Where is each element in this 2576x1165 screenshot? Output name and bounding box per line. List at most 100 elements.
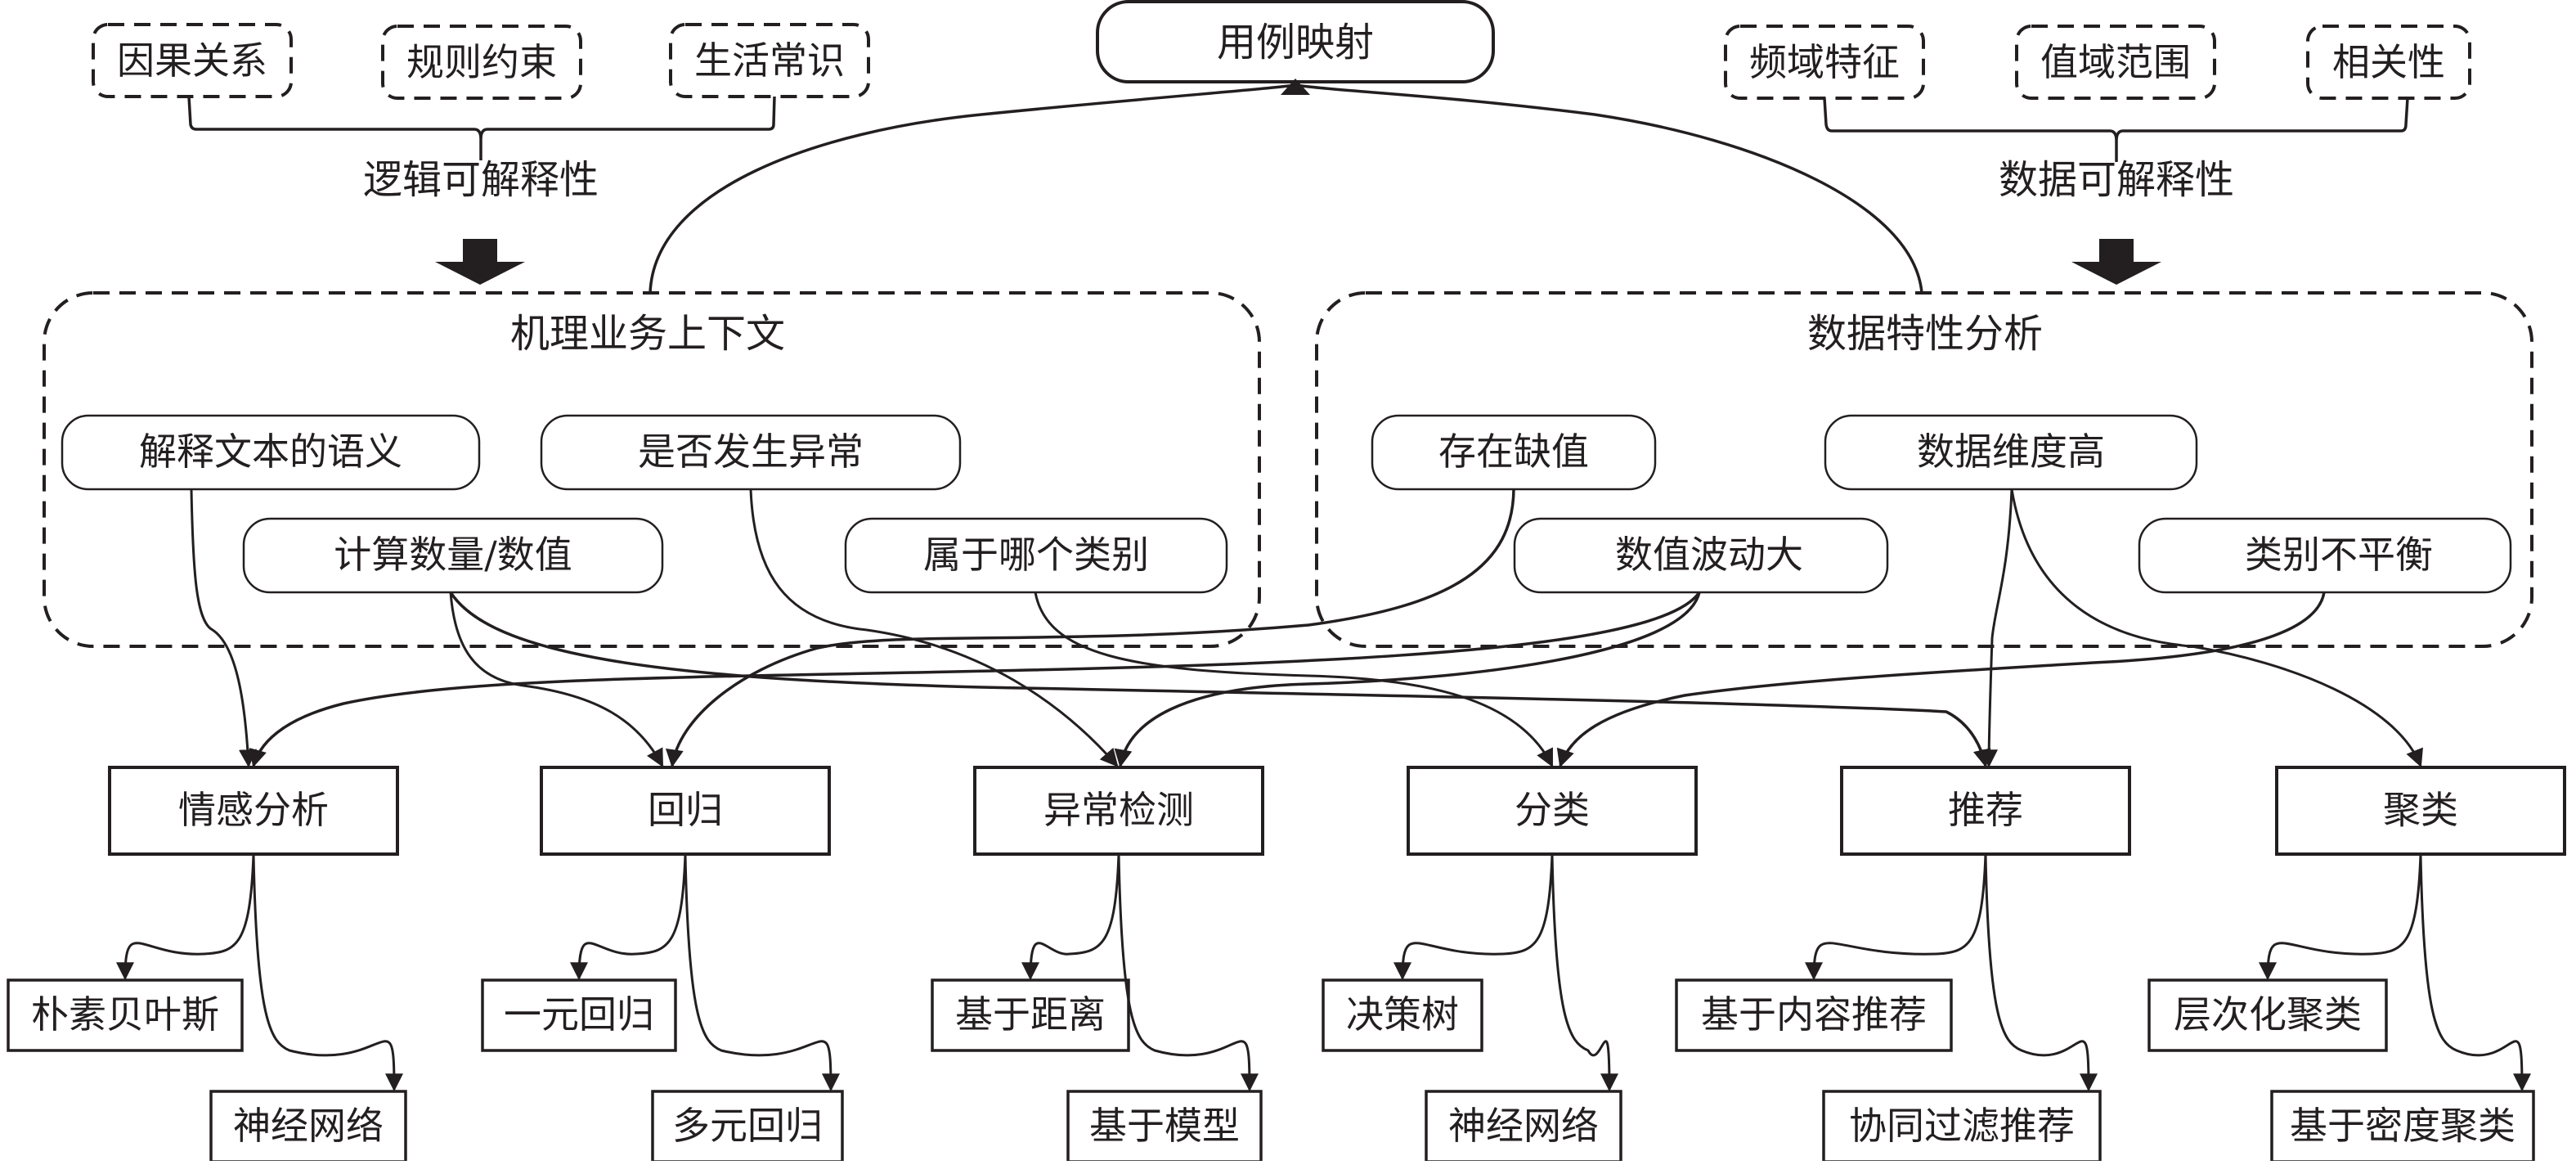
logic-item-rules: 规则约束 <box>381 25 582 100</box>
mechanism-container-border <box>43 291 1261 648</box>
data-interpretability-title: 数据可解释性 <box>1999 157 2234 203</box>
method-box <box>1066 1090 1263 1163</box>
method-label: 决策树 <box>1346 992 1459 1037</box>
edge-semantics-to-sentiment <box>190 488 257 768</box>
data-analysis-context-container: 数据特性分析 存在缺值 数据维度高 数值波动大 类别不平衡 <box>1315 291 2533 648</box>
context-node-label: 计算数量/数值 <box>334 533 572 577</box>
method-label: 基于距离 <box>955 992 1106 1037</box>
mechanism-context-container: 机理业务上下文 解释文本的语义 是否发生异常 计算数量/数值 属于哪个类别 <box>43 291 1261 648</box>
method-box <box>481 978 677 1052</box>
edge-dimension-to-clustering <box>2010 488 2423 768</box>
edge-imbalance-to-classification <box>1556 591 2326 768</box>
method-box <box>651 1090 844 1163</box>
method-edge <box>1117 853 1259 1092</box>
data-item-label: 值域范围 <box>2040 40 2191 84</box>
edge-mechanism-to-mapping <box>648 83 1296 294</box>
data-analysis-container-border <box>1315 291 2533 648</box>
data-down-arrow-icon <box>2071 239 2161 285</box>
method-box <box>7 978 244 1052</box>
method-box <box>931 978 1130 1052</box>
task-label: 分类 <box>1515 788 1590 832</box>
context-node-label: 是否发生异常 <box>638 430 864 474</box>
logic-down-arrow-icon <box>435 239 525 285</box>
context-node-label: 存在缺值 <box>1438 430 1589 474</box>
logic-item-label: 规则约束 <box>406 40 557 84</box>
method-edge <box>2259 853 2422 981</box>
data-item-label: 频域特征 <box>1749 40 1900 84</box>
context-node-missing-values: 存在缺值 <box>1371 414 1657 491</box>
context-node-high-dimension: 数据维度高 <box>1824 414 2198 491</box>
logic-item-box <box>669 23 870 98</box>
method-box <box>1322 978 1483 1052</box>
edge-dimension-to-recommend <box>1980 488 2013 768</box>
context-node-box <box>1513 517 1889 594</box>
edge-data-analysis-to-mapping <box>1295 83 1923 294</box>
task-label: 情感分析 <box>178 788 329 832</box>
method-edge <box>252 853 403 1092</box>
context-node-label: 属于哪个类别 <box>923 533 1149 577</box>
logic-item-causality: 因果关系 <box>92 23 293 98</box>
context-node-box <box>242 517 664 594</box>
data-item-box <box>2306 25 2471 100</box>
method-label: 一元回归 <box>504 992 654 1037</box>
method-label: 多元回归 <box>672 1104 823 1148</box>
task-box <box>1407 766 1698 856</box>
method-label: 神经网络 <box>1448 1104 1599 1148</box>
mapping-arrowhead-icon <box>1281 79 1310 95</box>
tasks-row: 情感分析朴素贝叶斯神经网络回归一元回归多元回归异常检测基于距离基于模型分类决策树… <box>7 766 2566 1163</box>
data-item-correlation: 相关性 <box>2306 25 2471 100</box>
edge-anomaly-to-detection <box>749 488 1119 767</box>
logic-item-box <box>381 25 582 100</box>
context-node-label: 数值波动大 <box>1615 533 1803 577</box>
method-edge <box>1021 853 1120 981</box>
context-node-high-volatility: 数值波动大 <box>1513 517 1889 594</box>
method-edge <box>684 853 840 1092</box>
data-item-range: 值域范围 <box>2015 25 2216 100</box>
data-bracket <box>1823 97 2409 162</box>
logic-item-common-sense: 生活常识 <box>669 23 870 98</box>
method-label: 神经网络 <box>233 1104 384 1148</box>
logic-item-label: 因果关系 <box>117 38 267 83</box>
context-node-anomaly-occurs: 是否发生异常 <box>540 414 962 491</box>
method-label: 协同过滤推荐 <box>1849 1104 2075 1148</box>
method-edge <box>1393 853 1554 981</box>
context-node-label: 类别不平衡 <box>2245 533 2433 577</box>
task-box <box>108 766 399 856</box>
context-node-compute-quantity: 计算数量/数值 <box>242 517 664 594</box>
method-edge <box>1984 853 2098 1092</box>
data-item-frequency: 频域特征 <box>1724 25 1925 100</box>
method-box <box>2147 978 2388 1052</box>
use-case-mapping-label: 用例映射 <box>1217 20 1374 65</box>
context-node-label: 解释文本的语义 <box>139 430 402 474</box>
logic-item-label: 生活常识 <box>694 38 845 83</box>
context-node-class-imbalance: 类别不平衡 <box>2138 517 2512 594</box>
method-label: 朴素贝叶斯 <box>31 992 219 1037</box>
method-edge <box>570 853 687 981</box>
method-box <box>209 1090 407 1163</box>
logic-interpretability-group: 因果关系 规则约束 生活常识 逻辑可解释性 <box>92 23 870 285</box>
data-item-label: 相关性 <box>2332 40 2445 84</box>
method-label: 基于内容推荐 <box>1701 992 1927 1037</box>
data-interpretability-group: 频域特征 值域范围 相关性 数据可解释性 <box>1724 25 2471 285</box>
use-case-mapping-node: 用例映射 <box>1096 0 1495 83</box>
task-box <box>540 766 831 856</box>
method-box <box>2270 1090 2535 1163</box>
method-edge <box>116 853 255 981</box>
data-analysis-context-title: 数据特性分析 <box>1807 311 2043 357</box>
method-label: 基于模型 <box>1089 1104 1240 1148</box>
method-box <box>1675 978 1953 1052</box>
context-node-which-class: 属于哪个类别 <box>844 517 1228 594</box>
edge-quantity-to-regression <box>449 591 664 767</box>
method-label: 基于密度聚类 <box>2290 1104 2515 1148</box>
logic-interpretability-title: 逻辑可解释性 <box>363 157 599 203</box>
task-label: 回归 <box>648 788 723 832</box>
method-edge <box>2419 853 2531 1092</box>
